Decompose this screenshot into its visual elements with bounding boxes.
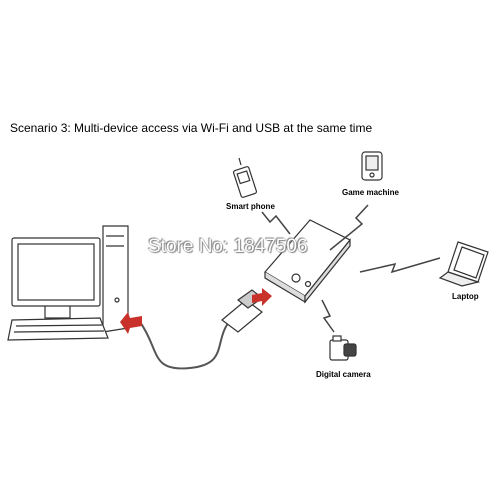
laptop-icon bbox=[438, 241, 489, 287]
smart-phone-icon bbox=[232, 157, 258, 198]
wifi-router-icon bbox=[264, 219, 351, 304]
label-smart-phone: Smart phone bbox=[226, 202, 275, 211]
wireless-link-game-machine bbox=[329, 204, 369, 251]
usb-arrow-right-icon bbox=[252, 288, 272, 306]
game-machine-icon bbox=[361, 151, 383, 181]
usb-cable bbox=[139, 317, 233, 370]
scenario-title: Scenario 3: Multi-device access via Wi-F… bbox=[10, 121, 373, 135]
label-digital-camera: Digital camera bbox=[316, 370, 371, 379]
usb-arrow-left-icon bbox=[120, 312, 142, 334]
wireless-link-digital-camera bbox=[321, 299, 335, 333]
label-game-machine: Game machine bbox=[342, 188, 399, 197]
digital-camera-icon bbox=[329, 335, 357, 361]
wireless-link-laptop bbox=[359, 257, 441, 274]
label-laptop: Laptop bbox=[452, 292, 479, 301]
wireless-link-smart-phone bbox=[261, 211, 291, 235]
desktop-computer-icon bbox=[7, 225, 129, 341]
store-watermark: Store No: 1847506 bbox=[148, 236, 308, 257]
wireless-links bbox=[261, 204, 441, 333]
